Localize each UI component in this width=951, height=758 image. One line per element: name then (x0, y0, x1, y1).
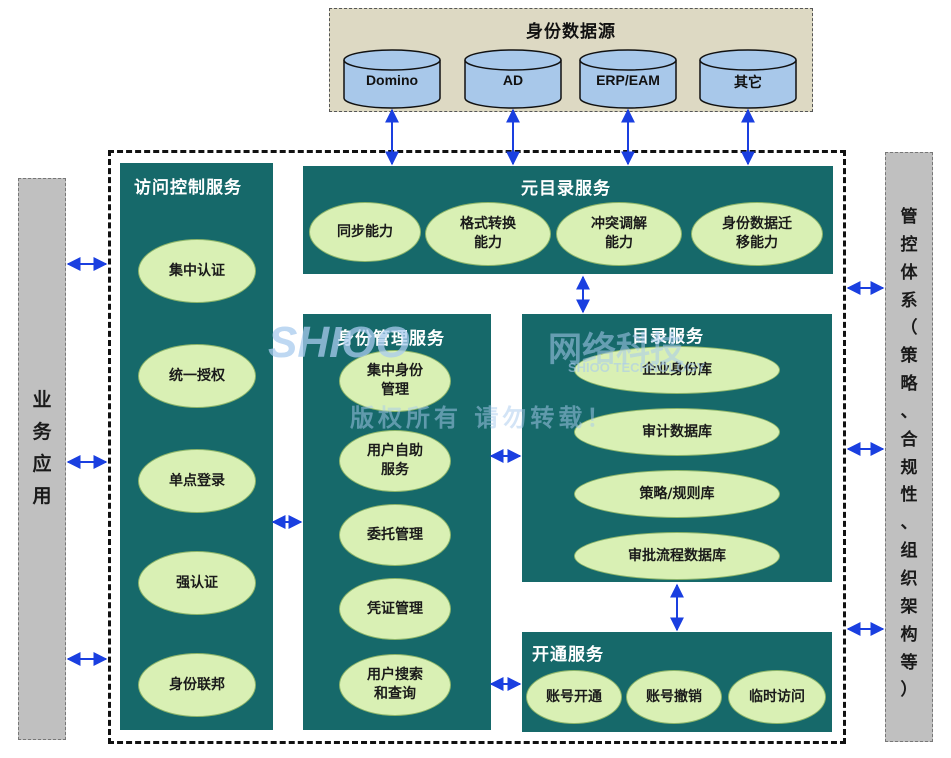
identity-management-item: 用户自助 服务 (339, 430, 451, 492)
datasource-label: ERP/EAM (596, 72, 660, 88)
directory-item: 审批流程数据库 (574, 532, 780, 580)
datasource-other: 其它 (698, 48, 798, 110)
identity-management-item: 凭证管理 (339, 578, 451, 640)
meta-directory-item: 格式转换 能力 (425, 202, 551, 266)
access-control-item: 单点登录 (138, 449, 256, 513)
access-control-item: 统一授权 (138, 344, 256, 408)
datasource-domino: Domino (342, 48, 442, 110)
access-control-title: 访问控制服务 (134, 178, 242, 198)
database-cylinder-icon (579, 49, 677, 109)
provisioning-item: 账号开通 (526, 670, 622, 724)
directory-item: 审计数据库 (574, 408, 780, 456)
access-control-item: 强认证 (138, 551, 256, 615)
datasource-label: AD (502, 72, 524, 88)
access-control-item: 身份联邦 (138, 653, 256, 717)
provisioning-panel: 开通服务 账号开通 账号撤销 临时访问 (522, 632, 832, 732)
database-cylinder-icon (343, 49, 441, 109)
governance-system-label: 管 控 体 系 （ 策 略 、 合 规 性 、 组 织 架 构 等 ） (900, 207, 918, 701)
platform-boundary (108, 150, 846, 744)
meta-directory-item: 同步能力 (309, 202, 421, 262)
datasource-erp-eam: ERP/EAM (578, 48, 678, 110)
directory-item: 策略/规则库 (574, 470, 780, 518)
meta-directory-panel: 元目录服务 同步能力 格式转换 能力 冲突调解 能力 身份数据迁 移能力 (303, 166, 833, 274)
business-application-label: 业 务 应 用 (32, 389, 52, 507)
meta-directory-item: 冲突调解 能力 (556, 202, 682, 266)
directory-panel: 目录服务 企业身份库 审计数据库 策略/规则库 审批流程数据库 (522, 314, 832, 582)
database-cylinder-icon (464, 49, 562, 109)
provisioning-title: 开通服务 (532, 645, 604, 665)
datasource-label: Domino (365, 72, 419, 88)
identity-management-title: 身份管理服务 (337, 329, 445, 349)
governance-system-bar: 管 控 体 系 （ 策 略 、 合 规 性 、 组 织 架 构 等 ） (885, 152, 933, 742)
datasource-label: 其它 (734, 74, 762, 90)
identity-management-item: 委托管理 (339, 504, 451, 566)
access-control-item: 集中认证 (138, 239, 256, 303)
meta-directory-title: 元目录服务 (521, 179, 611, 199)
directory-item: 企业身份库 (574, 346, 780, 394)
directory-title: 目录服务 (632, 327, 704, 347)
provisioning-item: 账号撤销 (626, 670, 722, 724)
identity-data-source-title: 身份数据源 (526, 22, 616, 42)
access-control-panel: 访问控制服务 集中认证 统一授权 单点登录 强认证 身份联邦 (120, 163, 273, 730)
identity-management-panel: 身份管理服务 集中身份 管理 用户自助 服务 委托管理 凭证管理 用户搜索 和查… (303, 314, 491, 730)
database-cylinder-icon (699, 49, 797, 109)
identity-management-item: 用户搜索 和查询 (339, 654, 451, 716)
identity-management-item: 集中身份 管理 (339, 350, 451, 412)
business-application-bar: 业 务 应 用 (18, 178, 66, 740)
provisioning-item: 临时访问 (728, 670, 826, 724)
datasource-ad: AD (463, 48, 563, 110)
meta-directory-item: 身份数据迁 移能力 (691, 202, 823, 266)
